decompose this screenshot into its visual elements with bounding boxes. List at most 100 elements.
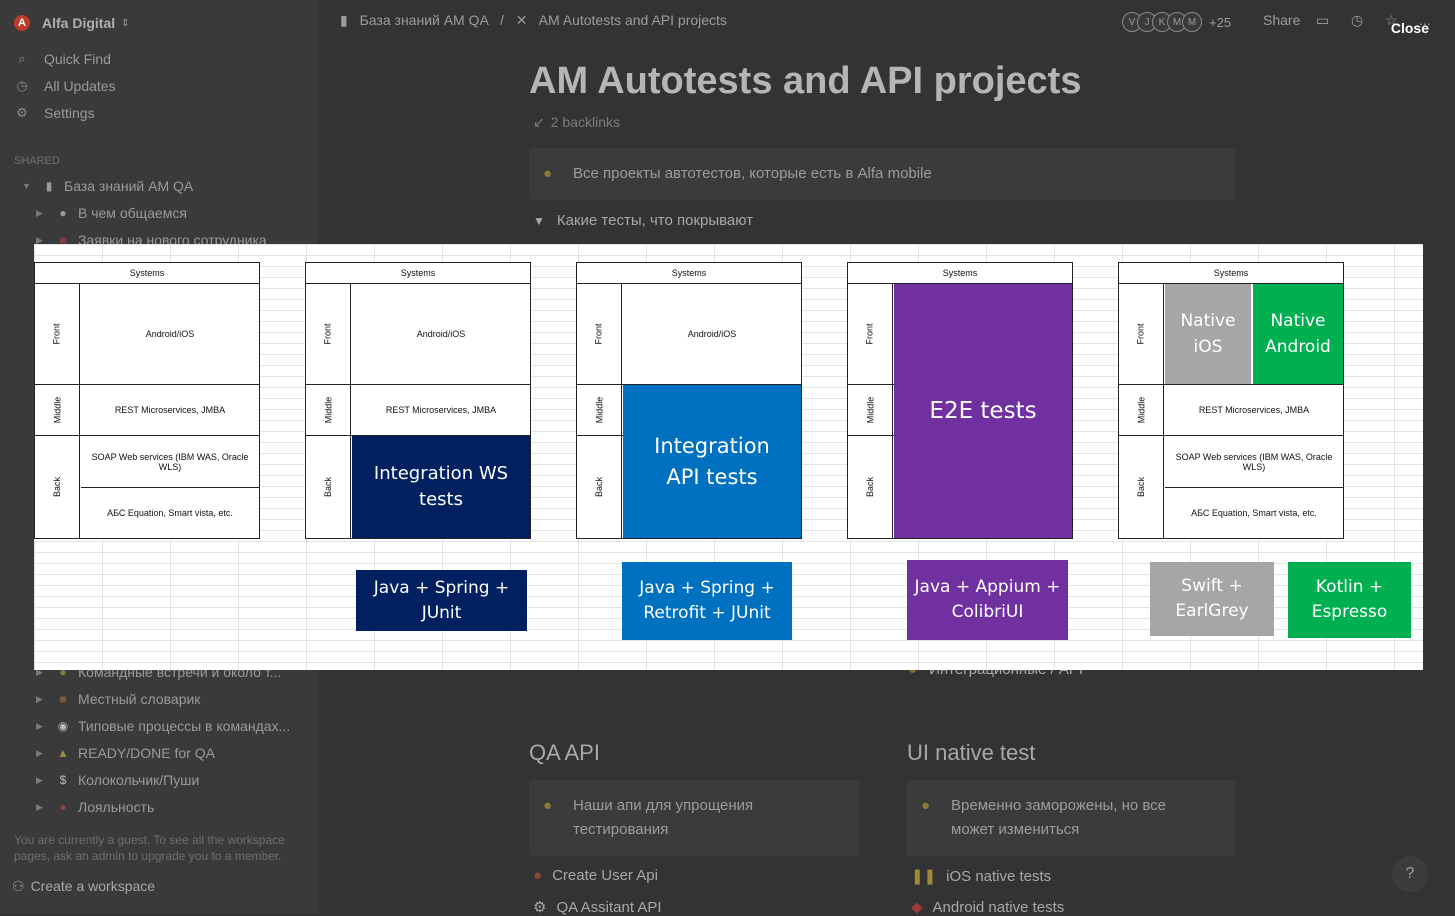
back-cell-soap: SOAP Web services (IBM WAS, Oracle WLS): [1175, 451, 1333, 472]
sidebar-settings[interactable]: ⚙ Settings: [14, 102, 94, 124]
link-qa-assistant-api[interactable]: ⚙QA Assitant API: [533, 898, 662, 916]
ui-native-callout: ● Временно заморожены, но все может изме…: [907, 780, 1235, 856]
diamond-icon: ◆: [911, 899, 923, 916]
diagram-body: Front Middle Back E2E tests: [847, 283, 1073, 539]
callout-text: Временно заморожены, но все может измени…: [951, 797, 1167, 838]
row-label-front: Front: [35, 284, 80, 384]
toggle-icon[interactable]: ▶: [36, 234, 43, 245]
sidebar-quick-find[interactable]: ⌕ Quick Find: [14, 48, 111, 70]
toggle-icon[interactable]: ▶: [36, 801, 43, 812]
workspace-switcher[interactable]: A Alfa Digital ⇕: [14, 12, 130, 34]
breadcrumb-root[interactable]: База знаний AM QA: [359, 12, 489, 28]
sidebar-item[interactable]: ▶ ● В чем общаемся: [36, 202, 187, 224]
tools-icon: ✕: [515, 12, 528, 28]
row-label-middle: Middle: [577, 385, 622, 435]
tech-api-box: Java + Spring + Retrofit + JUnit: [622, 562, 792, 640]
tech-ios-box: Swift + EarlGrey: [1150, 562, 1274, 636]
sidebar-item[interactable]: ▶ ▲ READY/DONE for QA: [36, 742, 215, 764]
gear-icon: ⚙: [16, 105, 28, 120]
create-workspace-label: Create a workspace: [30, 878, 156, 894]
sidebar-item[interactable]: ▶ $ Колокольчик/Пуши: [36, 769, 199, 791]
tech-android-box: Kotlin + Espresso: [1288, 562, 1411, 638]
help-button[interactable]: ?: [1392, 856, 1428, 892]
comment-icon[interactable]: ▭: [1316, 12, 1330, 28]
link-create-user-api[interactable]: ●Create User Api: [533, 867, 658, 884]
close-button[interactable]: Close: [1390, 20, 1429, 36]
row-label-back: Back: [35, 436, 80, 538]
image-preview: Systems Front Middle Back Android/iOS RE…: [34, 244, 1423, 670]
link-label: iOS native tests: [946, 868, 1052, 885]
workspace-logo: A: [14, 15, 30, 31]
row-label-back: Back: [848, 436, 893, 538]
native-ios-block: Native iOS: [1165, 284, 1251, 384]
sidebar-item-label: Местный словарик: [78, 691, 201, 707]
book-icon: ■: [59, 692, 67, 706]
toggle-block[interactable]: ▼Какие тесты, что покрывают: [533, 212, 753, 229]
row-label-front: Front: [848, 284, 893, 384]
toggle-open-icon[interactable]: ▼: [22, 181, 31, 191]
sidebar-item-label: Колокольчик/Пуши: [78, 772, 200, 788]
toggle-icon[interactable]: ▶: [36, 774, 43, 785]
phone-icon: ▮: [45, 179, 53, 193]
link-label: QA Assitant API: [556, 899, 662, 916]
middle-cell: REST Microservices, JMBA: [385, 405, 497, 415]
toggle-open-icon[interactable]: ▼: [533, 214, 545, 228]
sidebar-item[interactable]: ▶ ■ Местный словарик: [36, 688, 200, 710]
warning-icon: ▲: [57, 746, 69, 760]
bulb-icon: ●: [59, 665, 67, 679]
back-cell-abs: АБС Equation, Smart vista, etc.: [1191, 508, 1317, 518]
process-icon: ◉: [57, 719, 69, 733]
front-cell: Android/iOS: [416, 329, 466, 339]
callout-text: Наши апи для упрощения тестирования: [573, 797, 754, 838]
diagram-header: Systems: [34, 262, 260, 284]
link-label: Create User Api: [552, 867, 658, 884]
backlinks[interactable]: ↙2 backlinks: [533, 114, 620, 131]
sidebar-item-root[interactable]: ▼ ▮ База знаний AM QA: [22, 175, 193, 197]
sidebar-item-label: База знаний AM QA: [64, 178, 194, 194]
sidebar-item-label: Quick Find: [44, 51, 111, 67]
diagram-body: Front Middle Back Android/iOS REST Micro…: [34, 283, 260, 539]
history-icon[interactable]: ◷: [1351, 12, 1364, 28]
integration-api-block: Integration API tests: [623, 385, 801, 538]
toggle-icon[interactable]: ▶: [36, 693, 43, 704]
backlinks-label: 2 backlinks: [550, 114, 620, 130]
diagram-header: Systems: [576, 262, 802, 284]
more-icon[interactable]: ...: [1419, 12, 1431, 28]
middle-cell: REST Microservices, JMBA: [1198, 405, 1310, 415]
toggle-icon[interactable]: ▶: [36, 747, 43, 758]
row-label-back: Back: [577, 436, 622, 538]
row-label-middle: Middle: [306, 385, 351, 435]
e2e-block: E2E tests: [894, 284, 1072, 538]
link-android-native-tests[interactable]: ◆Android native tests: [911, 898, 1064, 916]
toggle-icon[interactable]: ▶: [36, 207, 43, 218]
breadcrumb-current[interactable]: AM Autotests and API projects: [538, 12, 727, 28]
link-ios-native-tests[interactable]: ❚❚iOS native tests: [911, 867, 1051, 885]
bulb-icon: ●: [921, 797, 931, 814]
star-icon[interactable]: ☆: [1385, 12, 1398, 28]
person-icon: ●: [59, 800, 67, 814]
bulb-icon: ●: [543, 165, 553, 182]
sidebar-all-updates[interactable]: ◷ All Updates: [14, 75, 115, 97]
row-label-front: Front: [1119, 284, 1164, 384]
page-title: AM Autotests and API projects: [529, 60, 1082, 102]
tech-e2e-box: Java + Appium + ColibriUI: [907, 560, 1068, 640]
extra-count: +25: [1209, 14, 1232, 30]
toggle-icon[interactable]: ▶: [36, 666, 43, 677]
chevron-updown-icon: ⇕: [121, 17, 130, 29]
diagram-body: Front Middle Back Android/iOS REST Micro…: [305, 283, 531, 539]
chat-icon: ●: [59, 206, 67, 220]
sidebar-item[interactable]: ▶ ● Лояльность: [36, 796, 154, 818]
front-cell: Android/iOS: [145, 329, 195, 339]
ui-native-heading: UI native test: [907, 740, 1036, 765]
share-button[interactable]: Share: [1263, 12, 1301, 28]
phone-icon: ▮: [340, 12, 348, 28]
avatar-group[interactable]: V J K M M +25: [1122, 12, 1231, 32]
qa-api-heading: QA API: [529, 740, 600, 765]
sidebar-item[interactable]: ▶ ◉ Типовые процессы в командах...: [36, 715, 290, 737]
calendar-icon: ■: [59, 233, 67, 247]
sidebar-item-label: Лояльность: [78, 799, 155, 815]
toggle-icon[interactable]: ▶: [36, 720, 43, 731]
sidebar-item-label: В чем общаемся: [78, 205, 187, 221]
create-workspace-button[interactable]: ⚇ Create a workspace: [12, 875, 155, 897]
sidebar-item-label: READY/DONE for QA: [78, 745, 215, 761]
